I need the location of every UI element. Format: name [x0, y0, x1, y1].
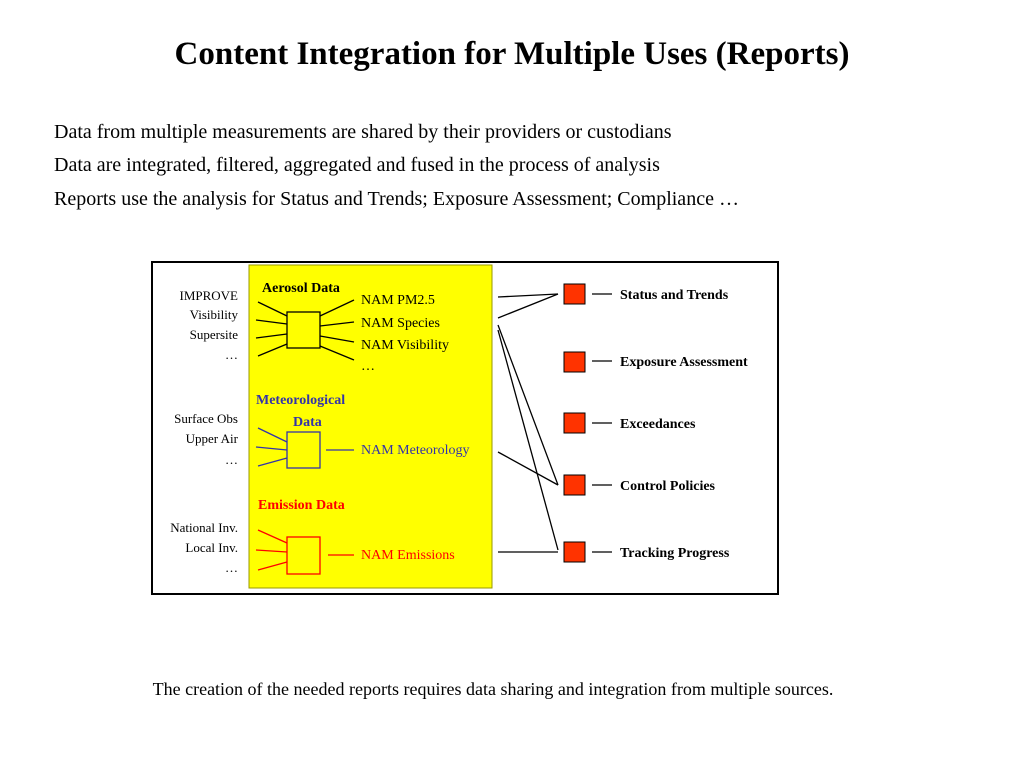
- report-box: [563, 541, 586, 563]
- report-label: Control Policies: [620, 479, 716, 494]
- footer-note: The creation of the needed reports requi…: [152, 679, 834, 699]
- emission-hub-box: [286, 536, 321, 575]
- product-label: …: [361, 359, 375, 374]
- report-box: [563, 351, 586, 373]
- report-box: [563, 412, 586, 434]
- report-control-policies: Control Policies: [563, 474, 716, 496]
- emission-hub: [255, 529, 354, 575]
- met-group-title-line2: Data: [293, 415, 322, 430]
- bullet-sharing: Data from multiple measurements are shar…: [54, 121, 672, 143]
- report-status-trends: Status and Trends: [563, 283, 729, 305]
- report-exceedances: Exceedances: [563, 412, 696, 434]
- emission-product-label: NAM Emissions: [361, 548, 455, 563]
- source-label: Local Inv.: [185, 540, 238, 555]
- connector-lines: [497, 293, 559, 553]
- report-label: Exposure Assessment: [620, 355, 748, 370]
- page-title: Content Integration for Multiple Uses (R…: [174, 36, 850, 72]
- aerosol-group-title: Aerosol Data: [262, 281, 340, 296]
- bullet-integration: Data are integrated, filtered, aggregate…: [54, 154, 660, 176]
- met-product-label: NAM Meteorology: [361, 443, 470, 458]
- product-label: NAM PM2.5: [361, 293, 435, 308]
- report-box: [563, 283, 586, 305]
- source-label: Surface Obs: [174, 411, 238, 426]
- report-label: Status and Trends: [620, 288, 729, 303]
- source-label: …: [225, 560, 238, 575]
- aerosol-hub-box: [286, 311, 321, 349]
- source-label: Supersite: [190, 327, 239, 342]
- emission-group-title: Emission Data: [258, 498, 345, 513]
- integration-panel: [248, 264, 493, 589]
- source-label: National Inv.: [170, 520, 238, 535]
- met-sources: Surface Obs Upper Air …: [174, 411, 239, 467]
- aerosol-products: NAM PM2.5 NAM Species NAM Visibility …: [361, 293, 449, 374]
- aerosol-hub: [255, 299, 355, 361]
- bullet-reports: Reports use the analysis for Status and …: [54, 188, 739, 210]
- source-label: Upper Air: [186, 431, 239, 446]
- product-label: NAM Species: [361, 316, 440, 331]
- emission-sources: National Inv. Local Inv. …: [170, 520, 238, 575]
- product-label: NAM Visibility: [361, 338, 449, 353]
- report-box: [563, 474, 586, 496]
- report-label: Exceedances: [620, 417, 696, 432]
- report-exposure-assessment: Exposure Assessment: [563, 351, 748, 373]
- report-label: Tracking Progress: [620, 546, 730, 561]
- met-hub: [255, 427, 354, 469]
- source-label: IMPROVE: [179, 288, 238, 303]
- source-label: …: [225, 452, 238, 467]
- report-tracking-progress: Tracking Progress: [563, 541, 730, 563]
- source-label: Visibility: [190, 307, 239, 322]
- met-group-title: Meteorological: [256, 393, 345, 408]
- source-label: …: [225, 347, 238, 362]
- aerosol-sources: IMPROVE Visibility Supersite …: [179, 288, 238, 362]
